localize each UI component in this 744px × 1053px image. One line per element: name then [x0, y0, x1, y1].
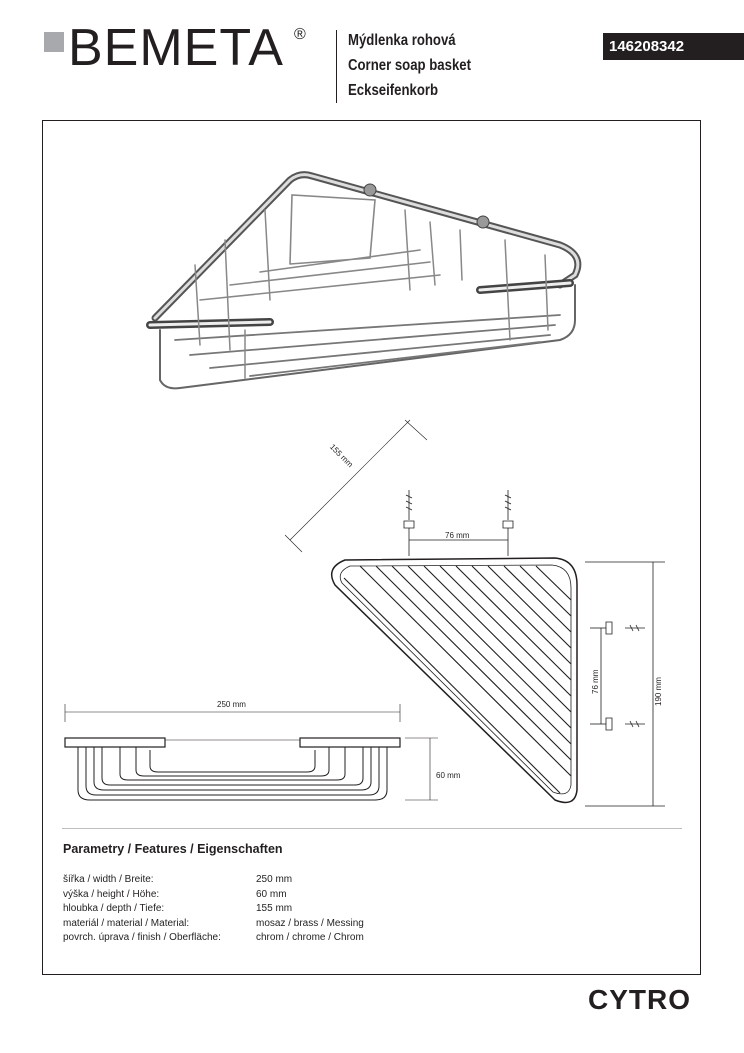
depth-dimension: [284, 419, 428, 553]
logo-square: [44, 32, 64, 52]
logo-text: BEMETA: [68, 19, 284, 77]
height-dim-label: 60 mm: [436, 771, 461, 780]
feature-label: šířka / width / Breite:: [63, 874, 154, 885]
depth-dim-label: 155 mm: [328, 442, 355, 469]
features-table: šířka / width / Breite: 250 mm výška / he…: [63, 873, 364, 946]
side-spacing-label: 76 mm: [591, 669, 600, 694]
brand-logo: BEMETA ®: [44, 19, 314, 78]
feature-value: 155 mm: [256, 903, 293, 915]
feature-value: mosaz / brass / Messing: [256, 917, 364, 929]
product-code: 146208342: [603, 33, 744, 60]
front-view: [64, 704, 438, 801]
feature-label: materiál / material / Material:: [63, 917, 190, 929]
top-view: [330, 557, 578, 804]
title-de: Eckseifenkorb: [348, 82, 439, 99]
product-titles: Mýdlenka rohová Corner soap basket Eckse…: [348, 28, 471, 103]
feature-label: výška / height / Höhe:: [63, 888, 160, 900]
feature-label: hloubka / depth / Tiefe:: [63, 903, 165, 915]
feature-value: chrom / chrome / Chrom: [256, 932, 364, 944]
registered-mark: ®: [294, 26, 306, 43]
width-dim-label: 250 mm: [217, 700, 246, 709]
features-heading: Parametry / Features / Eigenschaften: [63, 842, 283, 856]
feature-value: 250 mm: [256, 874, 293, 885]
feature-row: materiál / material / Material: mosaz / b…: [63, 917, 364, 932]
feature-value: 60 mm: [256, 888, 287, 900]
title-cs: Mýdlenka rohová: [348, 32, 456, 49]
feature-row: hloubka / depth / Tiefe: 155 mm: [63, 902, 364, 917]
series-name: CYTRO: [588, 984, 691, 1015]
section-divider: [62, 828, 682, 829]
drawing-frame: [42, 120, 701, 975]
header-divider: [336, 30, 337, 103]
feature-row: šířka / width / Breite: 250 mm: [63, 873, 364, 888]
top-spacing-label: 76 mm: [445, 531, 470, 540]
side-height-label: 190 mm: [654, 677, 663, 706]
product-photo: [146, 171, 582, 390]
feature-row: výška / height / Höhe: 60 mm: [63, 888, 364, 903]
feature-label: povrch. úprava / finish / Oberfläche:: [63, 932, 221, 944]
feature-row: povrch. úprava / finish / Oberfläche: chr…: [63, 931, 364, 946]
screw-icons: [403, 490, 665, 807]
title-en: Corner soap basket: [348, 57, 472, 74]
